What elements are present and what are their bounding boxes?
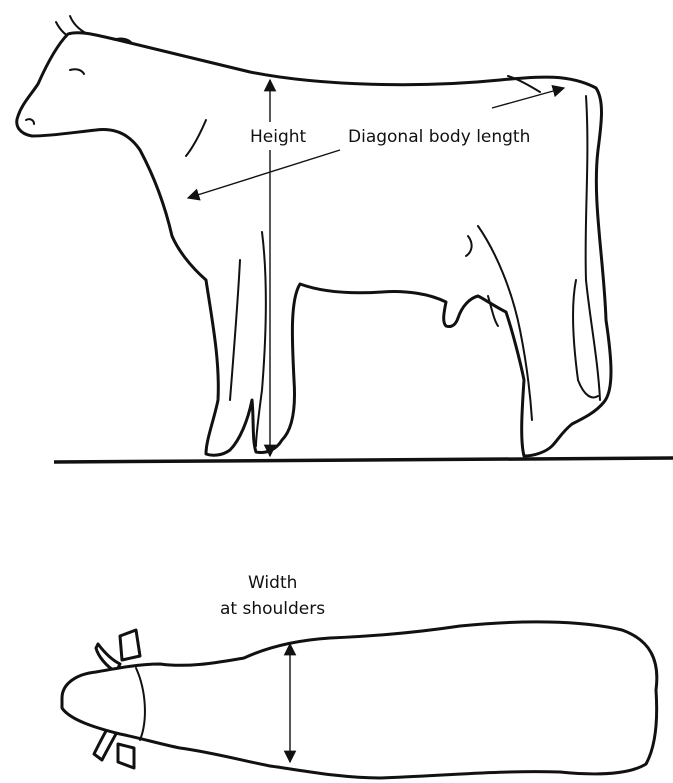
top-ear-upper <box>120 630 140 660</box>
cow-top-body <box>62 622 657 778</box>
top-ear-lower <box>118 744 134 768</box>
height-label: Height <box>250 127 307 147</box>
cow-side-body <box>17 33 611 456</box>
cow-top-view <box>62 622 657 778</box>
cow-side-view <box>17 16 611 456</box>
width-label-line1: Width <box>248 573 297 593</box>
diagonal-length-label: Diagonal body length <box>348 127 530 147</box>
ground-line <box>54 458 673 462</box>
width-label-line2: at shoulders <box>220 599 325 619</box>
